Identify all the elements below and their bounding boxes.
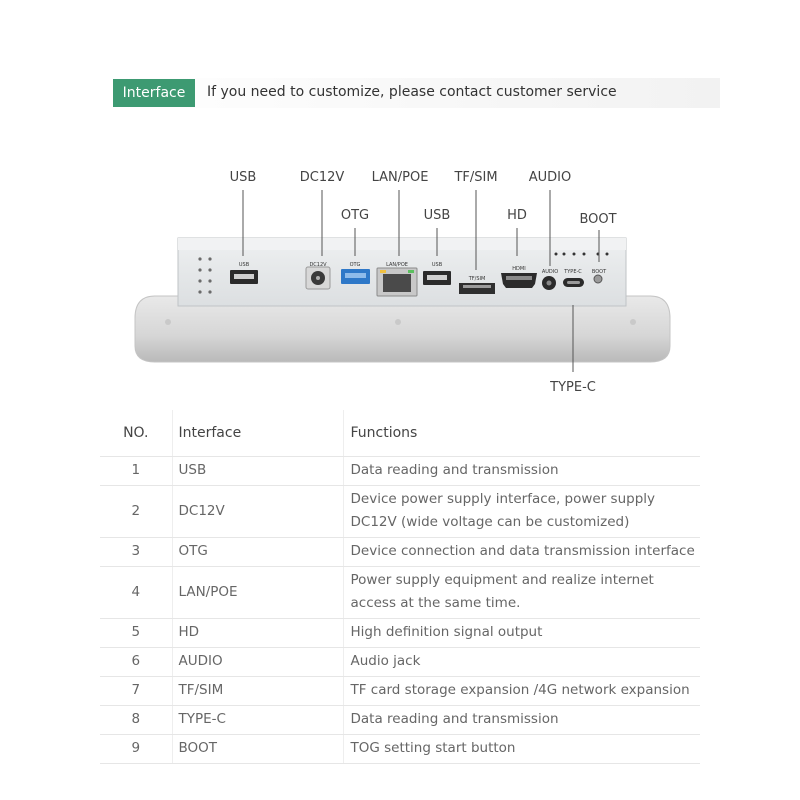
bezel-screw [395, 319, 401, 325]
row-function: Data reading and transmission [342, 456, 700, 486]
interface-table: NO. Interface Functions 1 USB Data readi… [100, 410, 700, 764]
mark-boot: BOOT [592, 269, 607, 275]
header-no: NO. [100, 410, 172, 457]
table-row: 4 LAN/POE Power supply equipment and rea… [100, 566, 700, 619]
interface-badge: Interface [113, 79, 195, 107]
table-row: 5 HD High definition signal output [100, 618, 700, 648]
bezel-screw [630, 319, 636, 325]
table-row: 6 AUDIO Audio jack [100, 647, 700, 677]
device-bezel [134, 295, 671, 363]
callout-dc12v: DC12V [299, 170, 345, 185]
callout-lan-poe: LAN/POE [371, 170, 429, 185]
row-no: 7 [100, 676, 172, 706]
bezel-screw [165, 319, 171, 325]
table-row: 7 TF/SIM TF card storage expansion /4G n… [100, 676, 700, 706]
callout-audio: AUDIO [528, 170, 572, 185]
table-header-row: NO. Interface Functions [100, 410, 700, 457]
row-no: 4 [100, 566, 172, 619]
mark-typec: TYPE-C [563, 269, 582, 275]
row-no: 5 [100, 618, 172, 648]
mark-otg: OTG [350, 262, 361, 268]
mark-dc12v: DC12V [309, 262, 327, 268]
row-no: 8 [100, 705, 172, 735]
callout-otg: OTG [340, 208, 370, 223]
hdmi-port [501, 273, 537, 288]
row-no: 6 [100, 647, 172, 677]
row-no: 9 [100, 734, 172, 764]
row-function: Data reading and transmission [342, 705, 700, 735]
row-function: High definition signal output [342, 618, 700, 648]
row-interface: LAN/POE [171, 566, 343, 619]
row-interface: TF/SIM [171, 676, 343, 706]
table-row: 1 USB Data reading and transmission [100, 456, 700, 486]
table-row: 3 OTG Device connection and data transmi… [100, 537, 700, 567]
row-interface: TYPE-C [171, 705, 343, 735]
mark-hdmi: HDMI [512, 266, 525, 272]
mark-usb2: USB [432, 262, 443, 268]
row-no: 1 [100, 456, 172, 486]
row-function: TF card storage expansion /4G network ex… [342, 676, 700, 706]
row-function: Power supply equipment and realize inter… [342, 566, 700, 619]
row-interface: BOOT [171, 734, 343, 764]
row-function: Audio jack [342, 647, 700, 677]
row-function: Device power supply interface, power sup… [342, 485, 700, 538]
product-diagram: USB DC12V OTG LAN/POE USB TF/SIM HDMI AU… [0, 160, 800, 400]
device-illustration: USB DC12V OTG LAN/POE USB TF/SIM HDMI AU… [134, 190, 671, 372]
boot-button [593, 274, 603, 284]
callout-usb-2: USB [423, 208, 451, 223]
customize-note: If you need to customize, please contact… [207, 84, 617, 100]
callout-type-c: TYPE-C [550, 380, 596, 395]
callout-usb: USB [229, 170, 257, 185]
row-interface: OTG [171, 537, 343, 567]
row-interface: USB [171, 456, 343, 486]
callout-tf-sim: TF/SIM [454, 170, 498, 185]
callout-lines [242, 190, 600, 372]
table-row: 8 TYPE-C Data reading and transmission [100, 705, 700, 735]
row-function: TOG setting start button [342, 734, 700, 764]
header-interface: Interface [171, 410, 343, 457]
row-interface: DC12V [171, 485, 343, 538]
mark-tfsim: TF/SIM [468, 276, 486, 282]
table-row: 9 BOOT TOG setting start button [100, 734, 700, 764]
tf-sim-slot [459, 283, 495, 294]
callout-hd: HD [507, 208, 527, 223]
header-strip [112, 78, 720, 108]
mark-usb1: USB [239, 262, 250, 268]
vent-holes [198, 257, 212, 294]
table-row: 2 DC12V Device power supply interface, p… [100, 485, 700, 538]
row-no: 3 [100, 537, 172, 567]
header-functions: Functions [342, 410, 700, 457]
callout-boot: BOOT [579, 212, 617, 227]
row-function: Device connection and data transmission … [342, 537, 700, 567]
row-interface: AUDIO [171, 647, 343, 677]
mark-lanpoe: LAN/POE [386, 262, 408, 268]
row-no: 2 [100, 485, 172, 538]
row-interface: HD [171, 618, 343, 648]
mark-audio: AUDIO [542, 269, 558, 275]
